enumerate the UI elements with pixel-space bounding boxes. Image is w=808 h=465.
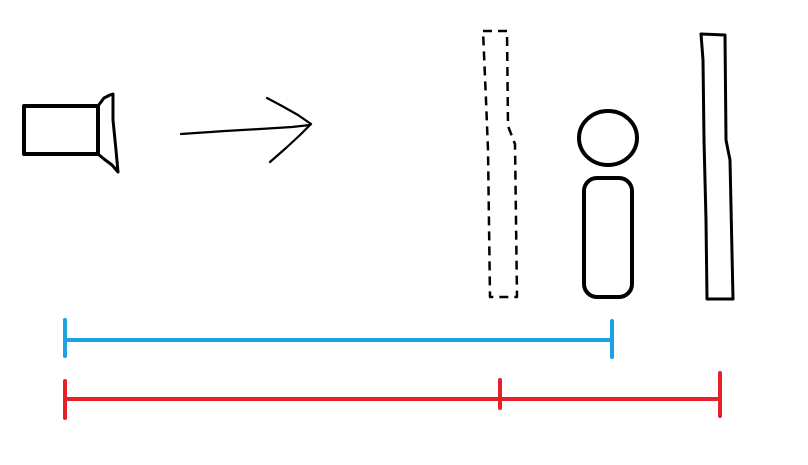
camera-lens — [96, 92, 120, 174]
arrow-head-upper — [265, 96, 313, 126]
camera-icon — [22, 92, 120, 174]
red-measure-line — [63, 371, 722, 420]
arrow-shaft — [179, 123, 312, 136]
blue-measure-line — [63, 318, 614, 359]
solid-panel — [699, 32, 735, 301]
dashed-panel — [481, 29, 519, 299]
person-head — [577, 109, 639, 167]
arrow-head-lower — [268, 122, 313, 164]
person-icon — [577, 109, 639, 299]
arrow-right-icon — [179, 96, 313, 164]
person-body — [582, 176, 634, 299]
camera-body — [22, 104, 100, 156]
